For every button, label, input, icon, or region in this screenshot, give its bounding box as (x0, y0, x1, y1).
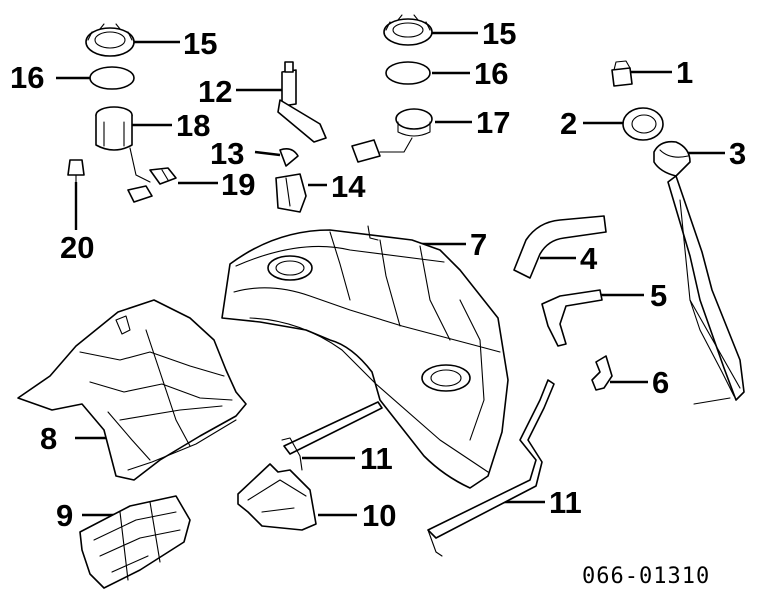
part-6-hose (591, 355, 613, 391)
callout-4: 4 (580, 241, 598, 276)
diagram-reference-code: 066-01310 (582, 564, 711, 589)
callout-14: 14 (331, 169, 366, 204)
part-16-gasket-left (89, 66, 135, 90)
part-11-strap-right (427, 379, 555, 557)
part-2-grommet (622, 107, 664, 141)
callout-15-right: 15 (482, 16, 517, 51)
part-7-fuel-tank (221, 225, 509, 489)
part-10-protector (237, 463, 317, 531)
callout-16-left: 16 (10, 60, 45, 95)
part-4-hose (513, 215, 607, 279)
callout-13: 13 (210, 136, 245, 171)
callout-3: 3 (729, 136, 747, 171)
part-15-lock-ring-right (383, 14, 433, 46)
callout-8: 8 (40, 421, 58, 456)
callout-9: 9 (56, 498, 74, 533)
part-9-lower-shield (79, 495, 191, 589)
callout-19: 19 (221, 167, 256, 202)
part-15-lock-ring-left (85, 23, 135, 57)
part-5-bracket (541, 289, 603, 347)
callout-10: 10 (362, 498, 397, 533)
part-11-strap-left (281, 401, 383, 471)
callout-5: 5 (650, 278, 668, 313)
callout-12: 12 (198, 74, 233, 109)
callout-1: 1 (676, 55, 694, 90)
callout-11-left: 11 (360, 441, 393, 476)
callout-2: 2 (560, 106, 578, 141)
part-17-sender-unit (351, 108, 433, 163)
part-8-heat-shield (17, 299, 247, 481)
part-12-fuel-pump (277, 61, 327, 143)
part-19-connector (149, 167, 177, 185)
part-20-sensor (67, 159, 85, 183)
part-16-gasket-right (385, 61, 431, 85)
part-1-cap (611, 60, 633, 87)
callout-7: 7 (470, 227, 488, 262)
callout-11-right: 11 (549, 485, 582, 520)
callout-17: 17 (476, 105, 511, 140)
part-18-fuel-pump-module (95, 106, 153, 203)
part-14-bracket (275, 173, 307, 213)
callout-16-right: 16 (474, 56, 509, 91)
callout-6: 6 (652, 365, 670, 400)
callout-18: 18 (176, 108, 211, 143)
part-3-filler-neck (653, 140, 745, 405)
callout-15-left: 15 (183, 26, 218, 61)
part-13-clip (279, 148, 299, 167)
callout-20: 20 (60, 230, 95, 265)
